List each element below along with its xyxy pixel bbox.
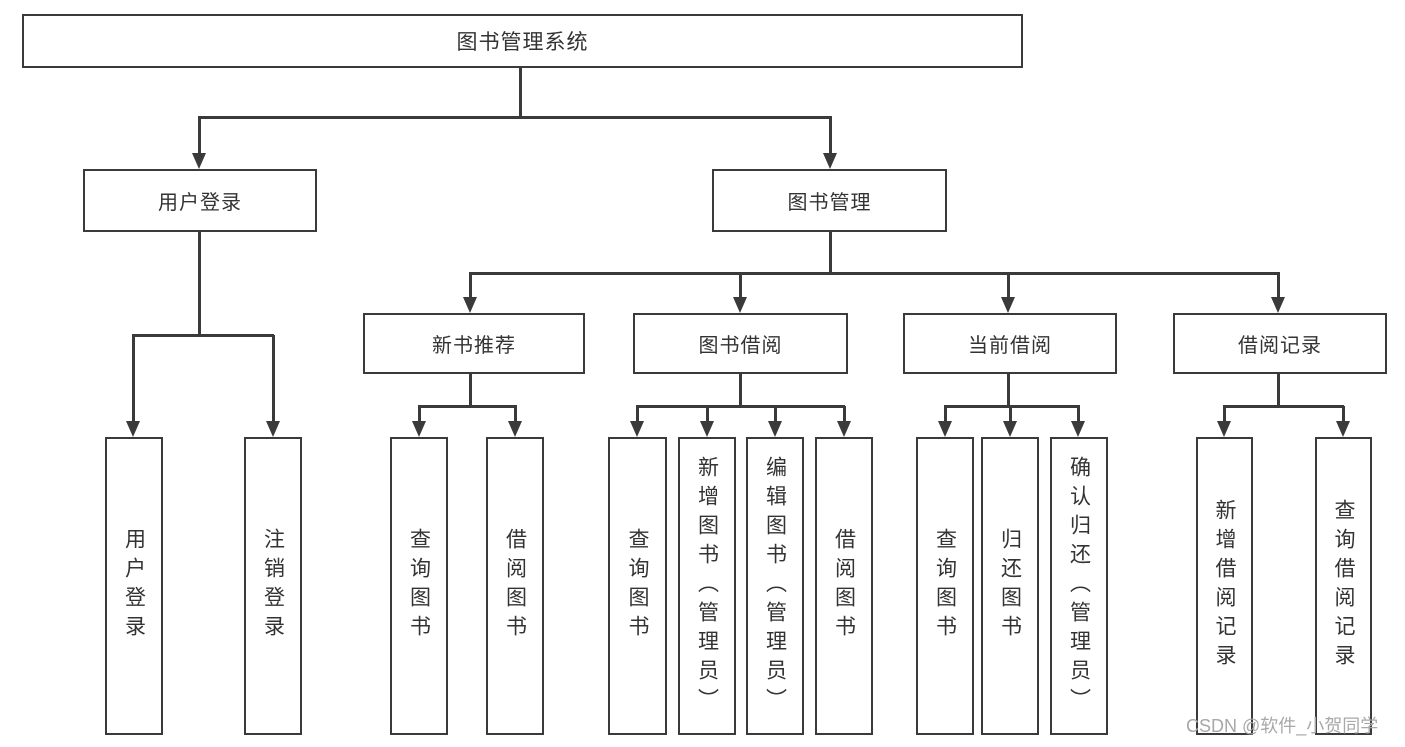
leaf-current-confirm-label: 确认归还（管理员） [1067,455,1091,717]
connector-line [706,406,709,421]
arrow-down-icon [733,297,747,313]
connector-line [198,232,201,335]
arrow-down-icon [463,297,477,313]
connector-line [132,334,274,337]
connector-line [829,117,832,155]
leaf-newbook-borrow-label: 借阅图书 [503,528,527,644]
node-book-management: 图书管理 [712,169,947,232]
leaf-record-query-label: 查询借阅记录 [1332,499,1355,673]
leaf-record-query: 查询借阅记录 [1315,437,1372,735]
connector-line [1342,406,1345,421]
leaf-borrow-borrow: 借阅图书 [815,437,873,735]
leaf-newbook-query: 查询图书 [390,437,448,735]
node-root: 图书管理系统 [22,14,1023,68]
arrow-down-icon [1217,421,1231,437]
leaf-borrow-edit: 编辑图书（管理员） [746,437,804,735]
connector-line [132,335,135,421]
arrow-down-icon [1271,297,1285,313]
connector-line [1277,273,1280,297]
node-current-borrow: 当前借阅 [903,313,1117,374]
connector-line [519,68,522,117]
leaf-current-query: 查询图书 [916,437,974,735]
connector-line [198,117,201,155]
connector-line [1223,405,1344,408]
arrow-down-icon [1001,297,1015,313]
connector-line [1223,406,1226,421]
node-borrow-record: 借阅记录 [1173,313,1387,374]
node-user-login: 用户登录 [83,169,317,232]
arrow-down-icon [1336,421,1350,437]
node-current-borrow-label: 当前借阅 [968,335,1052,357]
connector-line [469,273,472,297]
leaf-borrow-borrow-label: 借阅图书 [832,528,856,644]
leaf-logout: 注销登录 [244,437,302,735]
connector-line [944,406,947,421]
connector-line [198,116,832,119]
node-root-label: 图书管理系统 [456,31,589,54]
node-new-book-recommend: 新书推荐 [363,313,585,374]
connector-line [469,374,472,406]
leaf-newbook-query-label: 查询图书 [407,528,431,644]
node-book-management-label: 图书管理 [787,192,872,214]
arrow-down-icon [192,153,206,169]
arrow-down-icon [768,421,782,437]
node-book-borrow: 图书借阅 [633,313,848,374]
leaf-borrow-edit-label: 编辑图书（管理员） [763,455,787,717]
leaf-user-login-label: 用户登录 [122,528,146,644]
connector-line [843,406,846,421]
arrow-down-icon [1071,421,1085,437]
connector-line [739,374,742,406]
arrow-down-icon [126,421,140,437]
leaf-logout-label: 注销登录 [261,528,285,644]
connector-line [1007,273,1010,297]
node-book-borrow-label: 图书借阅 [698,335,783,357]
arrow-down-icon [266,421,280,437]
connector-line [469,272,1280,275]
leaf-current-confirm: 确认归还（管理员） [1050,437,1108,735]
connector-line [1077,406,1080,421]
leaf-borrow-query-label: 查询图书 [626,528,649,644]
leaf-record-add-label: 新增借阅记录 [1213,499,1236,673]
connector-line [944,405,1080,408]
connector-line [636,405,845,408]
arrow-down-icon [630,421,644,437]
arrow-down-icon [823,153,837,169]
connector-line [418,406,421,421]
connector-line [1009,406,1012,421]
node-borrow-record-label: 借阅记录 [1238,335,1322,357]
leaf-current-query-label: 查询图书 [933,528,957,644]
connector-line [272,335,275,421]
leaf-borrow-add-label: 新增图书（管理员） [695,455,719,717]
arrow-down-icon [412,421,426,437]
leaf-newbook-borrow: 借阅图书 [486,437,544,735]
connector-line [1277,374,1280,406]
arrow-down-icon [938,421,952,437]
leaf-user-login: 用户登录 [105,437,163,735]
arrow-down-icon [1003,421,1017,437]
node-new-book-recommend-label: 新书推荐 [432,335,516,357]
connector-line [418,405,517,408]
leaf-current-return: 归还图书 [981,437,1039,735]
leaf-current-return-label: 归还图书 [998,528,1022,644]
leaf-record-add: 新增借阅记录 [1196,437,1253,735]
node-user-login-label: 用户登录 [158,192,242,214]
arrow-down-icon [837,421,851,437]
connector-line [1007,374,1010,406]
connector-line [636,406,639,421]
leaf-borrow-query: 查询图书 [608,437,667,735]
leaf-borrow-add: 新增图书（管理员） [678,437,736,735]
connector-line [739,273,742,297]
connector-line [514,406,517,421]
csdn-watermark: CSDN @软件_小贺同学 [1186,716,1379,736]
connector-line [829,232,832,273]
connector-line [774,406,777,421]
arrow-down-icon [508,421,522,437]
arrow-down-icon [700,421,714,437]
